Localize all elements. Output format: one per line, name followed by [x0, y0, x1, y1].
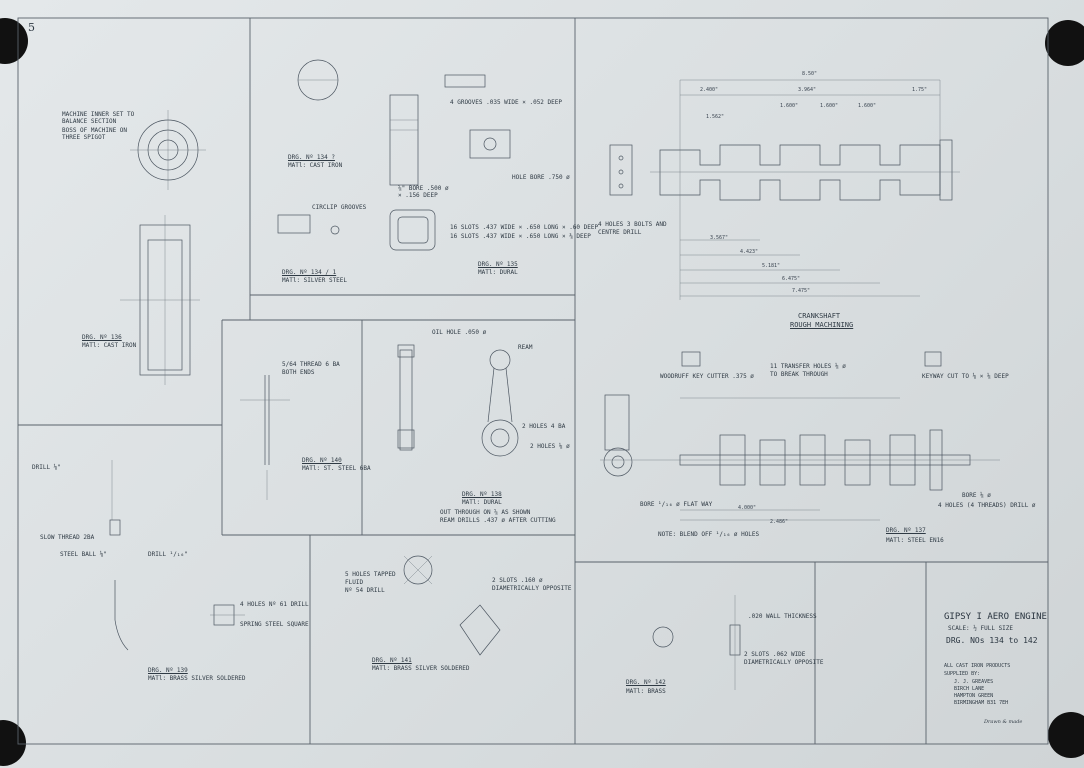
note: 2 SLOTS .160 ø — [492, 577, 543, 584]
drawing-label: DRG. Nº 138 — [462, 491, 502, 498]
supplier-line: HAMPTON GREEN — [954, 693, 994, 699]
dimension: 1.600" — [858, 103, 877, 109]
note: .020 WALL THICKNESS — [748, 613, 817, 620]
drawing-label: DRG. Nº 142 — [626, 679, 666, 686]
drawing-label: DRG. Nº 134 / 1 — [282, 269, 337, 276]
note: MACHINE INNER SET TO — [62, 111, 135, 118]
note: 2 HOLES 4 BA — [522, 423, 566, 430]
note: OUT THROUGH ON ⅝ AS SHOWN — [440, 509, 531, 516]
supplier-line: BIRCH LANE — [954, 686, 985, 692]
drawing-material: MATl: STEEL EN16 — [886, 537, 944, 544]
drawing-material: MATl: CAST IRON — [288, 162, 343, 169]
drawing-label: DRG. Nº 136 — [82, 334, 122, 341]
note: DIAMETRICALLY OPPOSITE — [744, 659, 824, 666]
note: TO BREAK THROUGH — [770, 371, 828, 378]
drawing-label: DRG. Nº 137 — [886, 527, 926, 534]
dimension: 2.400" — [700, 87, 719, 93]
note: KEYWAY CUT TO ⅛ × ⅛ DEEP — [922, 373, 1009, 380]
note: DRILL ⅛" — [32, 464, 61, 471]
dimension: 1.600" — [780, 103, 799, 109]
signature: Drawn & made — [984, 719, 1023, 725]
note: 16 SLOTS .437 WIDE × .650 LONG × ⅜ DEEP — [450, 233, 591, 240]
note: 4 HOLES Nº 61 DRILL — [240, 601, 309, 608]
drawing-material: MATl: ST. STEEL 6BA — [302, 465, 371, 472]
note: 2 HOLES ⅛ ø — [530, 443, 570, 450]
note: 11 TRANSFER HOLES ⅛ ø — [770, 363, 846, 370]
note: OIL HOLE .050 ø — [432, 329, 487, 336]
drawing-material: MATl: DURAL — [462, 499, 502, 506]
dimension: 7.475" — [792, 288, 811, 294]
note: BORE ¹/₁₆ ø FLAT WAY — [640, 501, 713, 508]
dimension: 1.600" — [820, 103, 839, 109]
note: DRILL ¹/₁₆" — [148, 551, 188, 558]
note: BALANCE SECTION — [62, 118, 117, 125]
note: × .156 DEEP — [398, 192, 438, 199]
note: 5/64 THREAD 6 BA — [282, 361, 340, 368]
note: SPRING STEEL SQUARE — [240, 621, 309, 628]
note: DIAMETRICALLY OPPOSITE — [492, 585, 572, 592]
sheet-number: 5 — [28, 21, 35, 34]
title: GIPSY I AERO ENGINE — [944, 612, 1047, 622]
drawing-material: MATl: CAST IRON — [82, 342, 137, 349]
note: BORE ⅛ ø — [962, 492, 991, 499]
supplied-by: SUPPLIED BY: — [944, 671, 981, 677]
drawing-material: MATl: DURAL — [478, 269, 518, 276]
scale: SCALE: ½ FULL SIZE — [948, 625, 1014, 632]
dimension: 1.75" — [912, 87, 928, 93]
note: ROUGH MACHINING — [790, 321, 854, 329]
drg-numbers: DRG. NOs 134 to 142 — [946, 636, 1038, 645]
dimension: 3.567" — [710, 235, 729, 241]
note: HOLE BORE .750 ø — [512, 174, 570, 181]
note: SLOW THREAD 2BA — [40, 534, 95, 541]
note: FLUID — [345, 579, 364, 586]
supplier-line: BIRMINGHAM B31 7EH — [954, 700, 1009, 706]
binder-hole — [1048, 712, 1084, 758]
note: ⅝" BORE .500 ø — [398, 185, 449, 192]
note: CIRCLIP GROOVES — [312, 204, 367, 211]
drawing-label: DRG. Nº 134 ? — [288, 154, 335, 161]
drawing-label: DRG. Nº 139 — [148, 667, 188, 674]
note: NOTE: BLEND OFF ¹/₁₆ ø HOLES — [658, 531, 760, 538]
dimension: 3.964" — [798, 87, 817, 93]
dimension: 1.562" — [706, 114, 725, 120]
note: 2 SLOTS .062 WIDE — [744, 651, 806, 658]
dimension: 4.423" — [740, 249, 759, 255]
note: CENTRE DRILL — [598, 229, 642, 236]
note: REAM — [518, 344, 533, 351]
note: Nº 54 DRILL — [345, 587, 385, 594]
drawing-label: DRG. Nº 141 — [372, 657, 412, 664]
note: CRANKSHAFT — [798, 312, 841, 320]
drawing-material: MATl: BRASS SILVER SOLDERED — [148, 675, 246, 682]
drawing-material: MATl: BRASS — [626, 688, 666, 695]
note: 16 SLOTS .437 WIDE × .650 LONG × .60 DEE… — [450, 224, 599, 231]
drawing-material: MATl: SILVER STEEL — [282, 277, 348, 284]
note: STEEL BALL ⅛" — [60, 551, 107, 558]
note: REAM DRILLS .437 ø AFTER CUTTING — [440, 517, 556, 524]
dimension: 6.475" — [782, 276, 801, 282]
drawing-material: MATl: BRASS SILVER SOLDERED — [372, 665, 470, 672]
note: 4 HOLES (4 THREADS) DRILL ø — [938, 502, 1036, 509]
drawing-label: DRG. Nº 135 — [478, 261, 518, 268]
supplier-line: J. J. GREAVES — [954, 679, 994, 685]
drawing-label: DRG. Nº 140 — [302, 457, 342, 464]
note: WOODRUFF KEY CUTTER .375 ø — [660, 373, 754, 380]
note: THREE SPIGOT — [62, 134, 106, 141]
note: ALL CAST IRON PRODUCTS — [944, 663, 1011, 669]
note: 4 HOLES 3 BOLTS AND — [598, 221, 667, 228]
note: BOSS OF MACHINE ON — [62, 127, 128, 134]
dimension: 8.50" — [802, 71, 818, 77]
dimension: 4.000" — [738, 505, 757, 511]
note: 4 GROOVES .035 WIDE × .052 DEEP — [450, 99, 562, 106]
note: BOTH ENDS — [282, 369, 315, 376]
dimension: 5.181" — [762, 263, 781, 269]
binder-hole — [1045, 20, 1084, 66]
note: 5 HOLES TAPPED — [345, 571, 396, 578]
dimension: 2.486" — [770, 519, 789, 525]
